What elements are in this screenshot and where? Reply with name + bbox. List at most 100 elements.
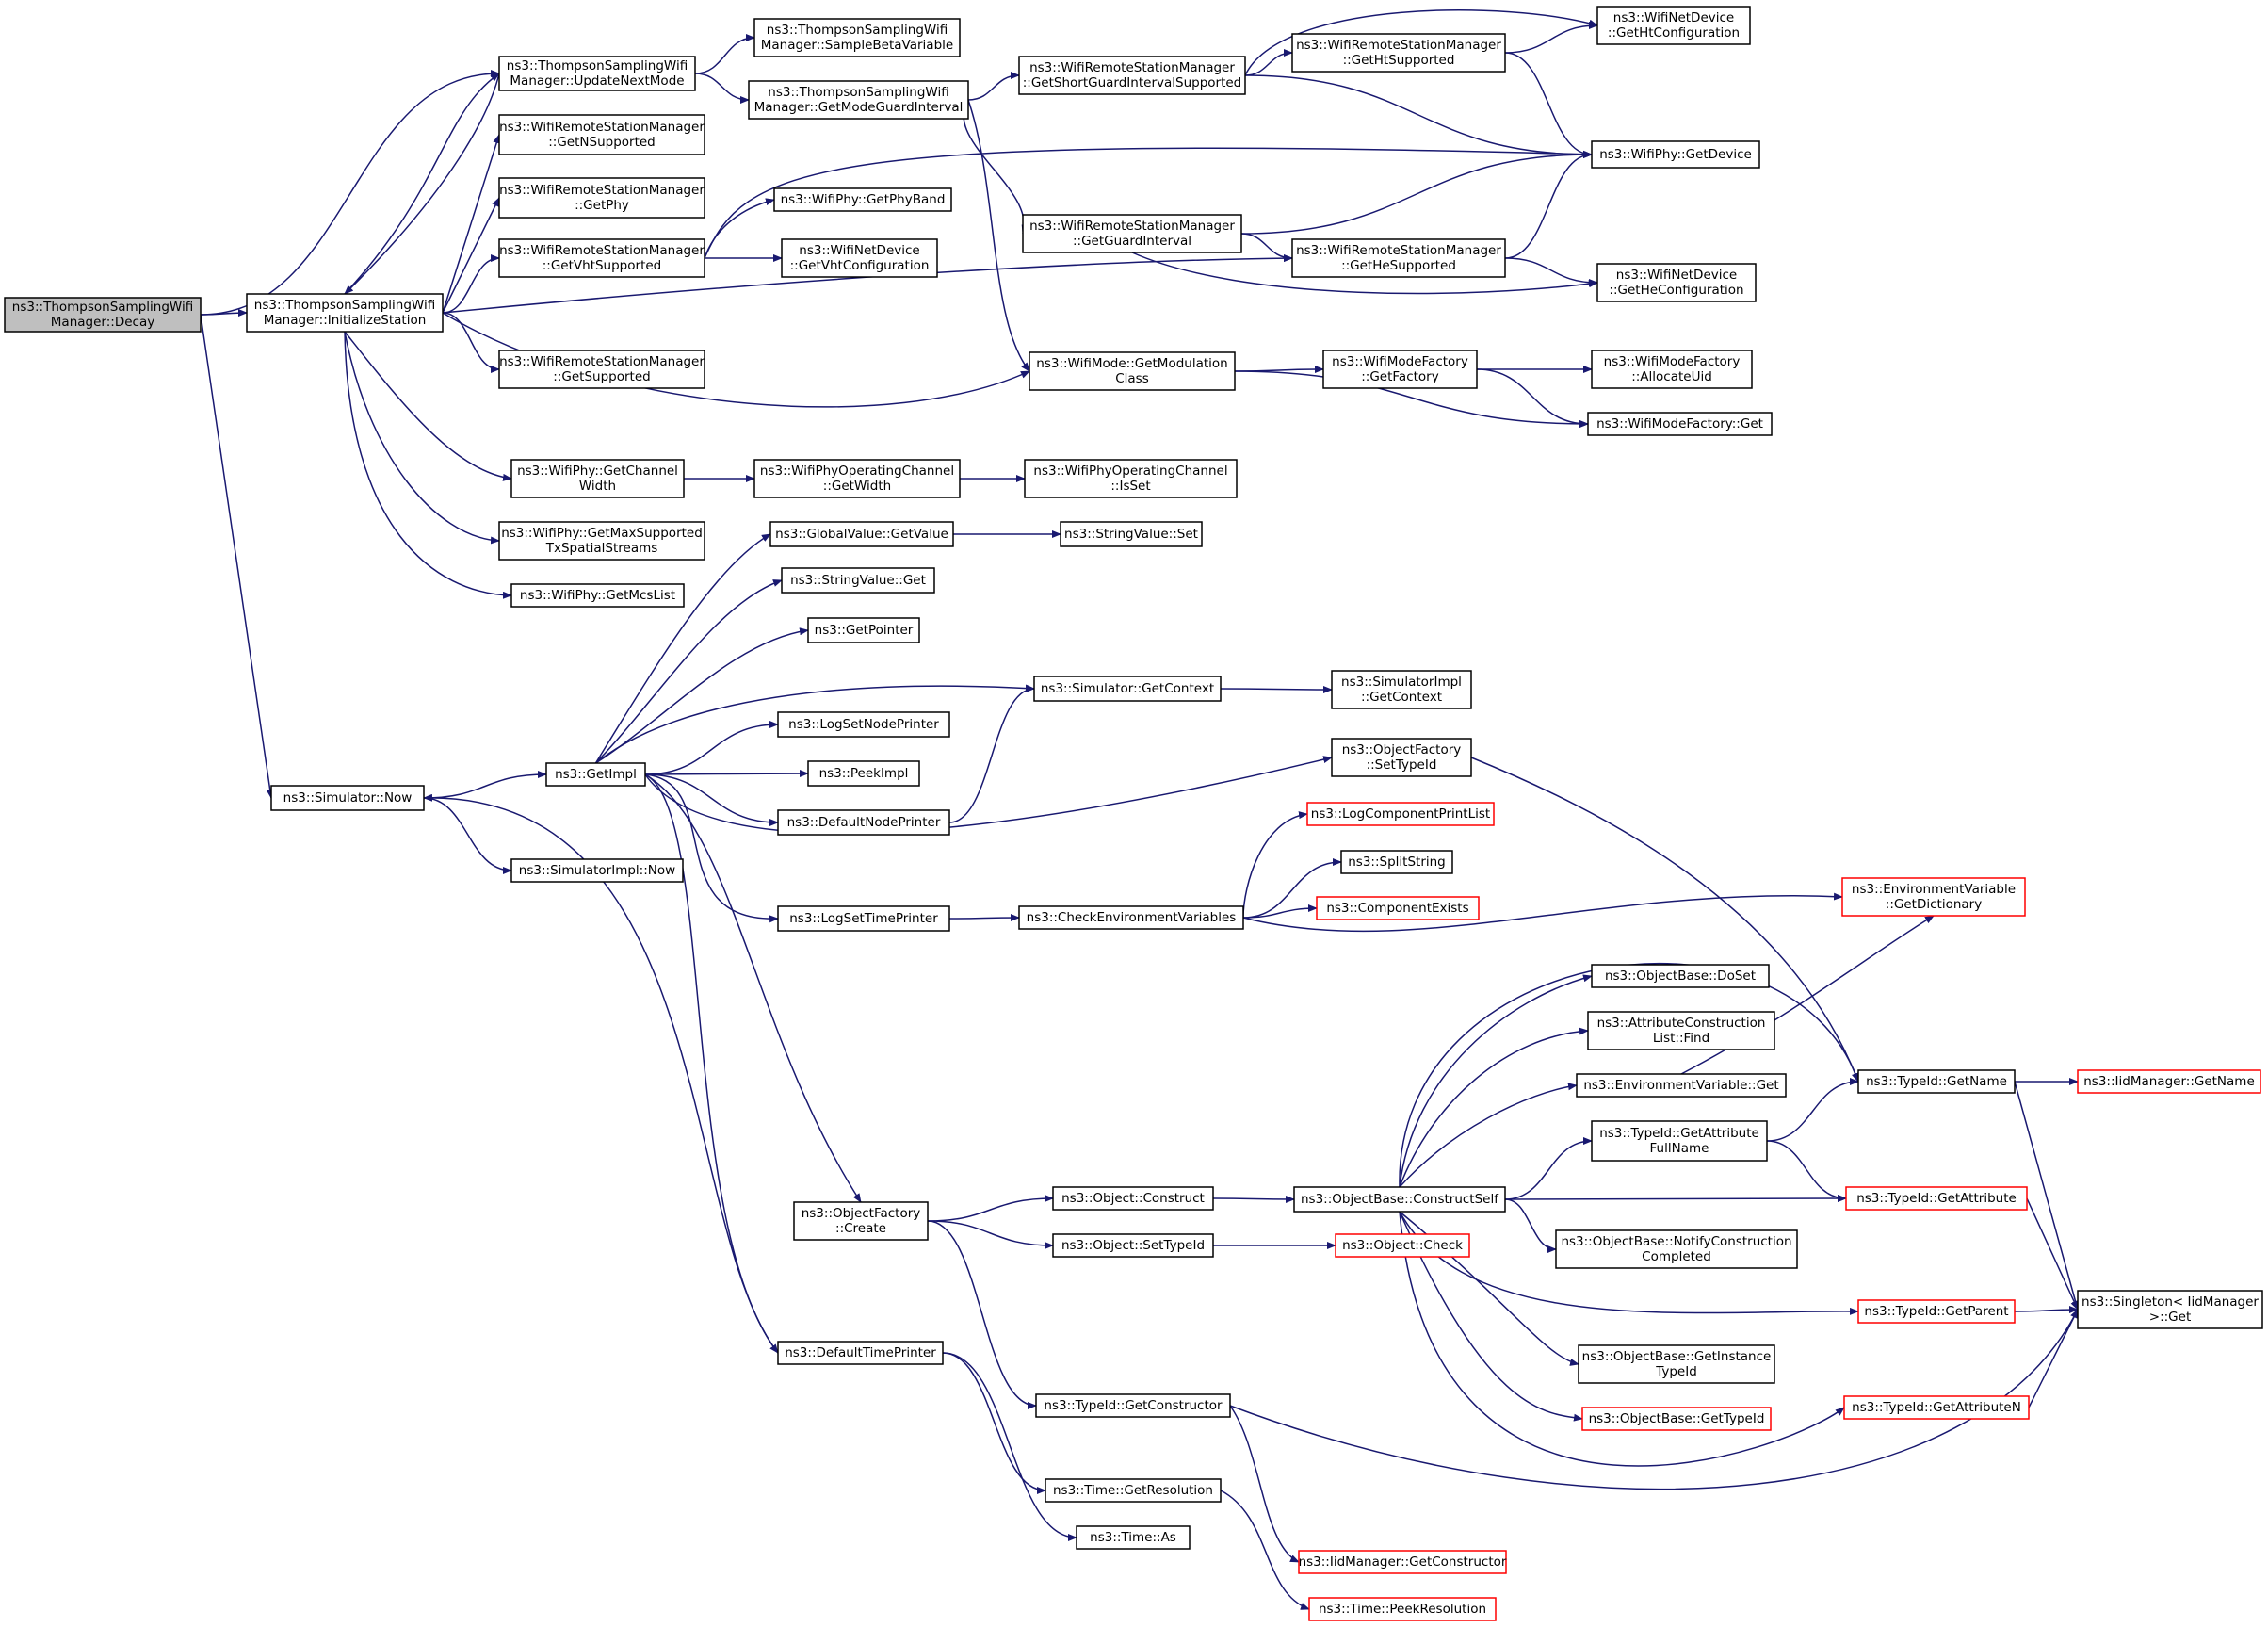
node-label: ns3::WifiModeFactory::Get (1596, 416, 1763, 431)
graph-node-siGetCtx[interactable]: ns3::SimulatorImpl::GetContext (1331, 670, 1472, 709)
node-label: ::GetSupported (553, 369, 650, 384)
call-edge-cself-to-obGetT (1399, 1211, 1583, 1422)
graph-node-ofSetT[interactable]: ns3::ObjectFactory::SetTypeId (1331, 738, 1472, 777)
graph-node-maxSS[interactable]: ns3::WifiPhy::GetMaxSupportedTxSpatialSt… (498, 521, 705, 561)
graph-node-compEx[interactable]: ns3::ComponentExists (1316, 896, 1480, 920)
graph-node-vhtCfg[interactable]: ns3::WifiNetDevice::GetVhtConfiguration (781, 238, 938, 278)
graph-node-gi[interactable]: ns3::WifiRemoteStationManager::GetGuardI… (1022, 214, 1242, 253)
call-edge-cself-to-tidAttrFN (1504, 1137, 1593, 1200)
graph-node-htCfg[interactable]: ns3::WifiNetDevice::GetHtConfiguration (1596, 6, 1751, 45)
call-edge-mfGetF-to-mfGet (1476, 368, 1589, 428)
node-box (773, 187, 952, 212)
node-label: Manager::SampleBetaVariable (761, 38, 953, 53)
graph-node-mcs[interactable]: ns3::WifiPhy::GetMcsList (510, 583, 685, 608)
graph-node-checkEnv[interactable]: ns3::CheckEnvironmentVariables (1018, 905, 1244, 930)
graph-node-getPtr[interactable]: ns3::GetPointer (807, 617, 920, 643)
graph-node-mfGet[interactable]: ns3::WifiModeFactory::Get (1587, 412, 1773, 436)
graph-node-alloc[interactable]: ns3::WifiModeFactory::AllocateUid (1591, 350, 1753, 389)
graph-node-mgi[interactable]: ns3::ThompsonSamplingWifiManager::GetMod… (748, 80, 969, 120)
graph-node-gvGet[interactable]: ns3::GlobalValue::GetValue (770, 521, 954, 547)
graph-node-tidName[interactable]: ns3::TypeId::GetName (1857, 1069, 2016, 1094)
graph-node-chanWid[interactable]: ns3::WifiPhyOperatingChannel::GetWidth (753, 459, 961, 498)
call-edge-simNow-to-simImplNow (423, 797, 512, 874)
graph-node-phyDev[interactable]: ns3::WifiPhy::GetDevice (1591, 140, 1760, 169)
graph-node-init[interactable]: ns3::ThompsonSamplingWifiManager::Initia… (246, 293, 444, 333)
graph-node-logComp[interactable]: ns3::LogComponentPrintList (1306, 802, 1495, 826)
graph-node-logTime[interactable]: ns3::LogSetTimePrinter (777, 905, 950, 932)
graph-node-sample[interactable]: ns3::ThompsonSamplingWifiManager::Sample… (753, 18, 961, 57)
graph-node-peekRes[interactable]: ns3::Time::PeekResolution (1308, 1597, 1497, 1621)
graph-node-ofCreate[interactable]: ns3::ObjectFactory::Create (793, 1201, 929, 1241)
call-edge-sgi-to-htCfg (1244, 9, 1598, 76)
node-label: ns3::Object::Construct (1061, 1191, 1205, 1206)
graph-node-tidCtor[interactable]: ns3::TypeId::GetConstructor (1035, 1393, 1231, 1418)
node-label: ns3::GlobalValue::GetValue (775, 527, 948, 542)
graph-node-iidCtor[interactable]: ns3::IidManager::GetConstructor (1298, 1550, 1507, 1574)
node-label: ns3::WifiPhy::GetPhyBand (781, 192, 946, 207)
graph-node-simImplNow[interactable]: ns3::SimulatorImpl::Now (510, 858, 684, 883)
graph-node-defNode[interactable]: ns3::DefaultNodePrinter (777, 809, 950, 836)
node-label: ns3::Singleton< IidManager (2082, 1294, 2259, 1310)
graph-node-objCon[interactable]: ns3::Object::Construct (1052, 1186, 1214, 1211)
graph-node-cself[interactable]: ns3::ObjectBase::ConstructSelf (1293, 1186, 1506, 1213)
call-edge-init-to-chanW (344, 331, 512, 481)
node-label: ns3::ObjectBase::GetTypeId (1589, 1411, 1765, 1426)
graph-node-tidPar[interactable]: ns3::TypeId::GetParent (1857, 1299, 2016, 1324)
graph-node-heSup[interactable]: ns3::WifiRemoteStationManager::GetHeSupp… (1291, 238, 1506, 278)
graph-node-getVht[interactable]: ns3::WifiRemoteStationManager::GetVhtSup… (498, 238, 705, 278)
call-edge-init-to-heSup (442, 254, 1293, 314)
node-label: ns3::Object::Check (1342, 1238, 1463, 1253)
graph-node-iidName[interactable]: ns3::IidManager::GetName (2077, 1069, 2261, 1094)
graph-node-getN[interactable]: ns3::WifiRemoteStationManager::GetNSuppo… (498, 114, 705, 155)
call-edge-init-to-update (344, 73, 500, 295)
node-box (777, 711, 950, 738)
graph-node-update[interactable]: ns3::ThompsonSamplingWifiManager::Update… (498, 56, 696, 91)
node-box (753, 18, 961, 57)
graph-node-objSetT[interactable]: ns3::Object::SetTypeId (1052, 1233, 1214, 1258)
node-label: ns3::ThompsonSamplingWifi (767, 23, 948, 38)
graph-node-defTime[interactable]: ns3::DefaultTimePrinter (777, 1341, 944, 1365)
graph-node-getImpl[interactable]: ns3::GetImpl (545, 762, 646, 787)
graph-node-svSet[interactable]: ns3::StringValue::Set (1060, 521, 1203, 547)
node-box (498, 521, 705, 561)
graph-node-tidAttr[interactable]: ns3::TypeId::GetAttribute (1845, 1186, 2028, 1211)
graph-node-peek[interactable]: ns3::PeekImpl (807, 760, 920, 787)
graph-node-heCfg[interactable]: ns3::WifiNetDevice::GetHeConfiguration (1596, 263, 1757, 302)
node-label: ::GetHeConfiguration (1609, 283, 1743, 298)
node-label: ::GetHtSupported (1343, 53, 1455, 68)
graph-node-mfGetF[interactable]: ns3::WifiModeFactory::GetFactory (1322, 350, 1478, 389)
graph-node-band[interactable]: ns3::WifiPhy::GetPhyBand (773, 187, 952, 212)
call-edge-ofCreate-to-tidCtor (927, 1220, 1037, 1409)
graph-node-getCtx[interactable]: ns3::Simulator::GetContext (1033, 676, 1222, 702)
graph-node-obGetT[interactable]: ns3::ObjectBase::GetTypeId (1581, 1407, 1772, 1431)
graph-node-resol[interactable]: ns3::Time::GetResolution (1045, 1478, 1222, 1503)
graph-node-envDict[interactable]: ns3::EnvironmentVariable::GetDictionary (1841, 877, 2026, 917)
graph-node-tidAttrN[interactable]: ns3::TypeId::GetAttributeN (1843, 1395, 2030, 1420)
graph-node-sgi[interactable]: ns3::WifiRemoteStationManager::GetShortG… (1018, 56, 1246, 95)
graph-node-logNode[interactable]: ns3::LogSetNodePrinter (777, 711, 950, 738)
graph-node-single[interactable]: ns3::Singleton< IidManager>::Get (2077, 1290, 2263, 1329)
graph-node-doSet[interactable]: ns3::ObjectBase::DoSet (1591, 964, 1770, 988)
call-edge-checkEnv-to-logComp (1242, 811, 1308, 919)
graph-node-simNow[interactable]: ns3::Simulator::Now (270, 785, 425, 811)
graph-node-chanSet[interactable]: ns3::WifiPhyOperatingChannel::IsSet (1024, 459, 1238, 498)
call-edge-defTime-to-timeAs (942, 1352, 1077, 1541)
graph-node-split[interactable]: ns3::SplitString (1340, 850, 1453, 874)
node-label: Width (579, 479, 616, 494)
graph-node-getSup[interactable]: ns3::WifiRemoteStationManager::GetSuppor… (498, 350, 705, 389)
graph-node-objChk[interactable]: ns3::Object::Check (1335, 1233, 1470, 1258)
graph-node-notify[interactable]: ns3::ObjectBase::NotifyConstructionCompl… (1555, 1229, 1798, 1269)
graph-node-htSup[interactable]: ns3::WifiRemoteStationManager::GetHtSupp… (1291, 33, 1506, 73)
graph-node-timeAs[interactable]: ns3::Time::As (1076, 1525, 1191, 1550)
node-label: ns3::ObjectFactory (802, 1206, 921, 1221)
node-label: ::GetWidth (823, 479, 891, 494)
graph-node-svGet[interactable]: ns3::StringValue::Get (781, 567, 935, 594)
graph-node-getPhy[interactable]: ns3::WifiRemoteStationManager::GetPhy (498, 177, 705, 219)
graph-node-envGet[interactable]: ns3::EnvironmentVariable::Get (1576, 1073, 1787, 1098)
